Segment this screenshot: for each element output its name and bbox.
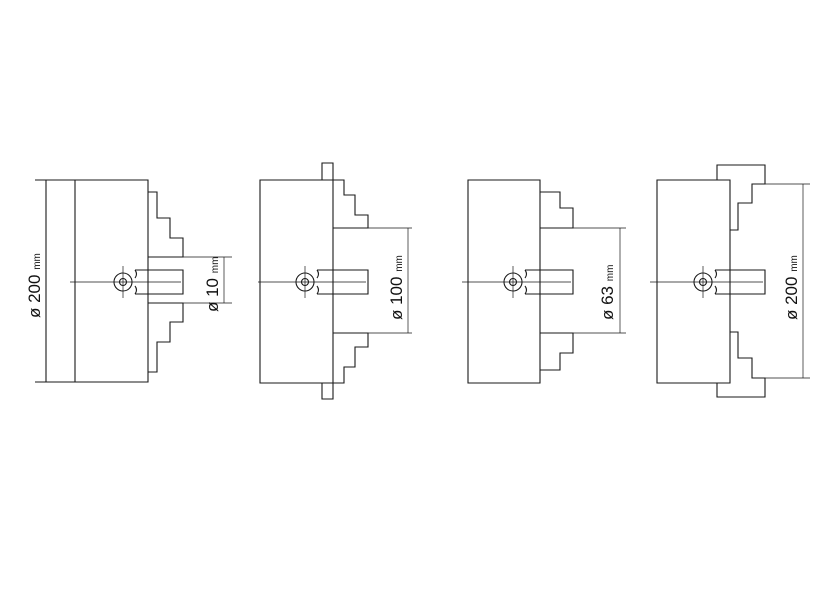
jaw-steps (716, 164, 766, 398)
svg-text:ø 200 mm: ø 200 mm (25, 253, 44, 318)
chuck-body (35, 179, 149, 383)
center-hole-outer (503, 272, 523, 292)
svg-text:ø 100 mm: ø 100 mm (387, 255, 406, 320)
center-hole-inner (698, 277, 708, 287)
jaw-slot (524, 269, 574, 295)
chuck-figure-2: ø 100 mm (259, 162, 412, 400)
unit-label: mm (605, 265, 616, 282)
center-hole-outer (295, 272, 315, 292)
chuck-figure-3: ø 63 mm (467, 179, 626, 384)
svg-text:ø 200 mm: ø 200 mm (782, 255, 801, 320)
unit-label: mm (32, 253, 43, 270)
svg-text:ø 63 mm: ø 63 mm (598, 265, 617, 320)
jaw-steps (321, 162, 369, 400)
diameter-label: ø 63 (598, 286, 617, 320)
unit-label: mm (210, 257, 221, 274)
svg-text:ø 10 mm: ø 10 mm (203, 257, 222, 312)
chuck-figure-4: ø 200 mm (656, 164, 810, 398)
center-hole-outer (113, 272, 133, 292)
dimension-line (368, 227, 412, 334)
center-hole-inner (118, 277, 128, 287)
jaw-steps (148, 191, 184, 373)
center-hole-outer (693, 272, 713, 292)
jaw-slot (714, 269, 766, 295)
dimension-line (183, 256, 232, 304)
unit-label: mm (789, 255, 800, 272)
center-line (70, 266, 181, 298)
chuck-figure-1: ø 200 mm ø 10 mm (25, 179, 232, 383)
center-hole-inner (300, 277, 310, 287)
diameter-label: ø 200 (25, 275, 44, 318)
center-line (258, 266, 366, 298)
jaw-slot (134, 269, 184, 295)
center-hole-inner (508, 277, 518, 287)
diameter-label: ø 200 (782, 277, 801, 320)
chuck-body (656, 179, 731, 384)
jaw-steps (540, 191, 574, 371)
dimension-line (573, 227, 626, 334)
unit-label: mm (394, 255, 405, 272)
dimension-line (765, 183, 810, 379)
diameter-label: ø 10 (203, 278, 222, 312)
jaw-slot (316, 269, 369, 295)
chuck-body (467, 179, 541, 384)
diameter-label: ø 100 (387, 277, 406, 320)
